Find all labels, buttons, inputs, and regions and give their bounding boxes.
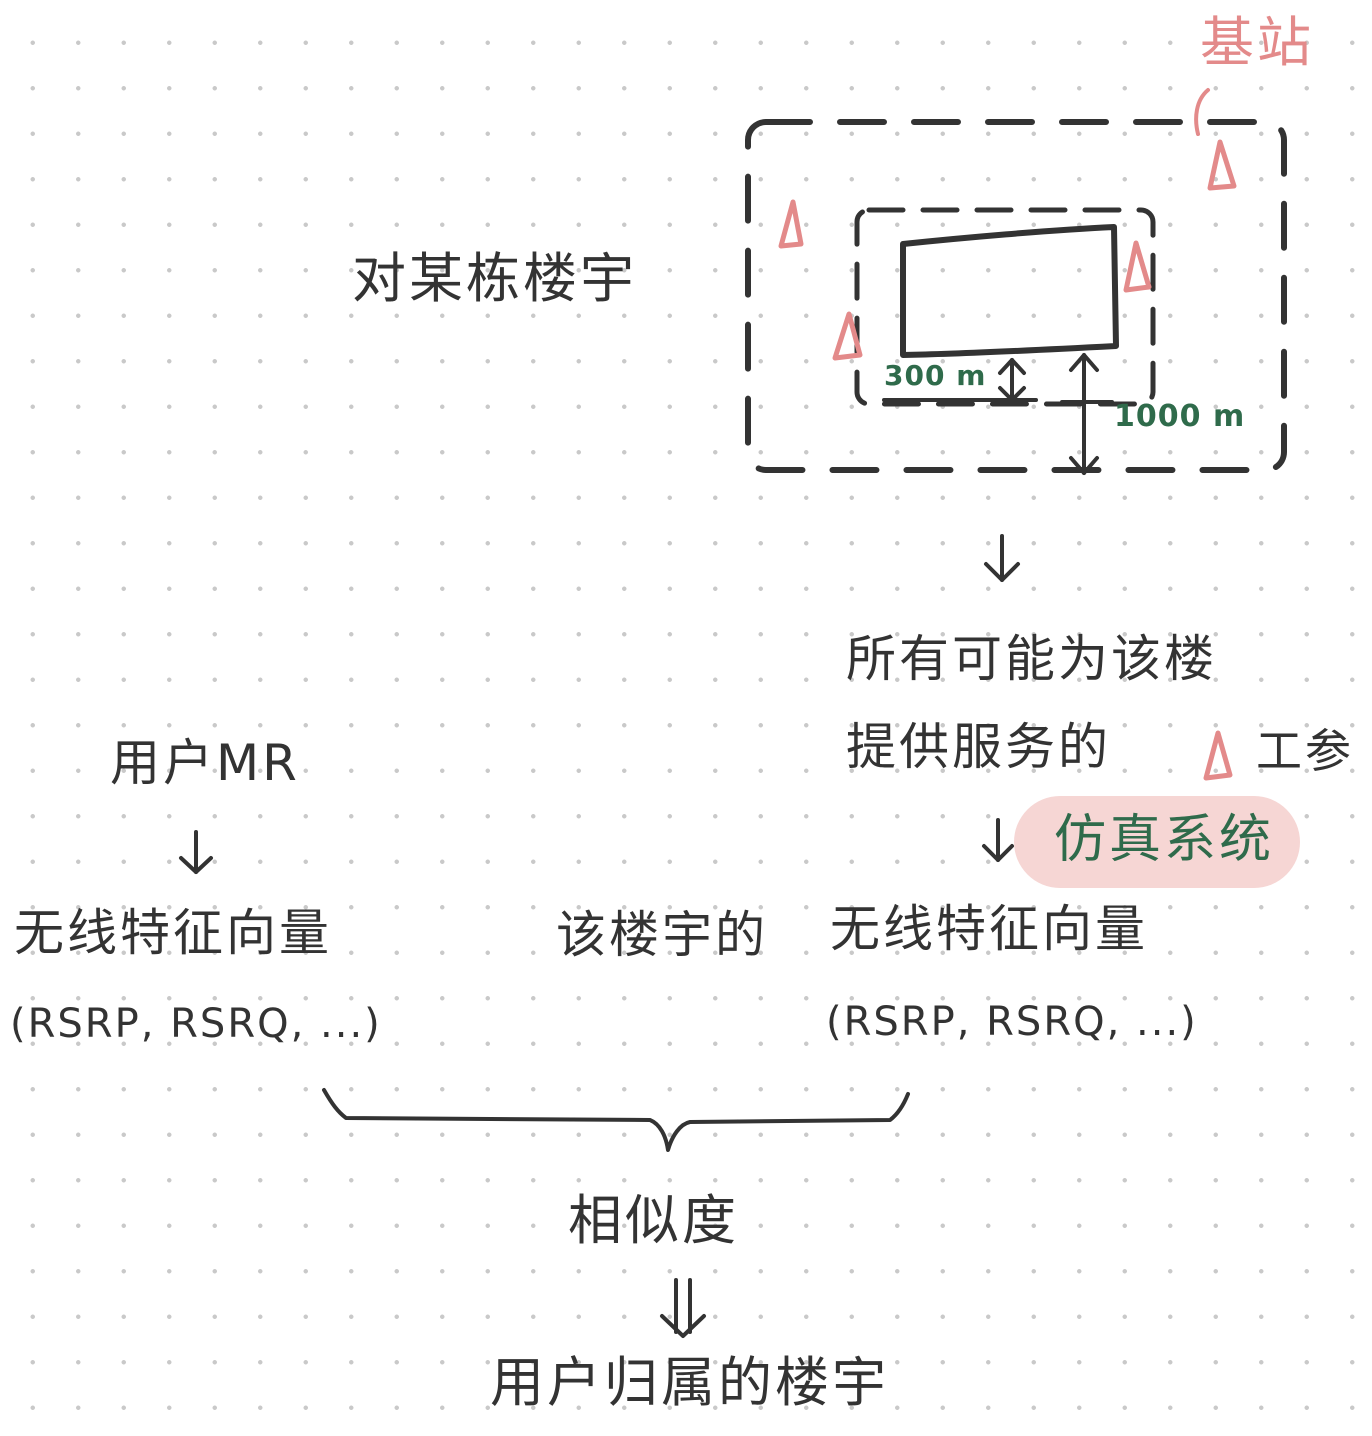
building-label: 对某栋楼宇 <box>352 247 637 310</box>
outer-dashed-boundary <box>745 119 1287 473</box>
inner-distance-arrow <box>882 358 1038 402</box>
inner-distance-label: 300 m <box>884 359 987 392</box>
user-mr-label: 用户MR <box>110 734 300 792</box>
inner-dashed-boundary <box>854 207 1156 407</box>
outer-distance-arrow <box>1060 353 1114 475</box>
user-vector-label: 无线特征向量 <box>14 904 332 962</box>
simulation-highlight <box>1014 796 1300 888</box>
stations-group-line1: 所有可能为该楼 <box>846 630 1217 688</box>
stations-group-line2: 提供服务的 <box>846 718 1111 776</box>
base-station-triangle-icon <box>1123 240 1152 293</box>
base-station-label: 基站 <box>1200 11 1314 74</box>
building-vector-prefix: 该楼宇的 <box>556 906 768 964</box>
building-vector-label: 无线特征向量 <box>830 900 1148 958</box>
similarity-label: 相似度 <box>568 1189 739 1252</box>
down-arrow-icon <box>179 830 213 874</box>
base-station-triangle-icon <box>1203 730 1233 781</box>
combining-brace <box>322 1088 910 1152</box>
result-label: 用户归属的楼宇 <box>490 1351 889 1414</box>
building-vector-params: (RSRP, RSRQ, ...) <box>826 999 1198 1045</box>
base-station-triangle-icon <box>1207 139 1237 191</box>
base-station-triangle-icon <box>832 311 863 361</box>
user-vector-params: (RSRP, RSRQ, ...) <box>10 1001 382 1047</box>
down-arrow-icon <box>984 534 1020 582</box>
building-rectangle <box>900 224 1119 358</box>
base-station-triangle-icon <box>778 199 804 249</box>
engineering-params-label: 工参 <box>1256 724 1354 778</box>
outer-distance-label: 1000 m <box>1114 399 1246 434</box>
simulation-label: 仿真系统 <box>1054 810 1275 870</box>
base-station-label-pointer <box>1194 88 1210 136</box>
double-down-arrow-icon <box>660 1278 706 1338</box>
down-arrow-icon <box>982 818 1014 862</box>
